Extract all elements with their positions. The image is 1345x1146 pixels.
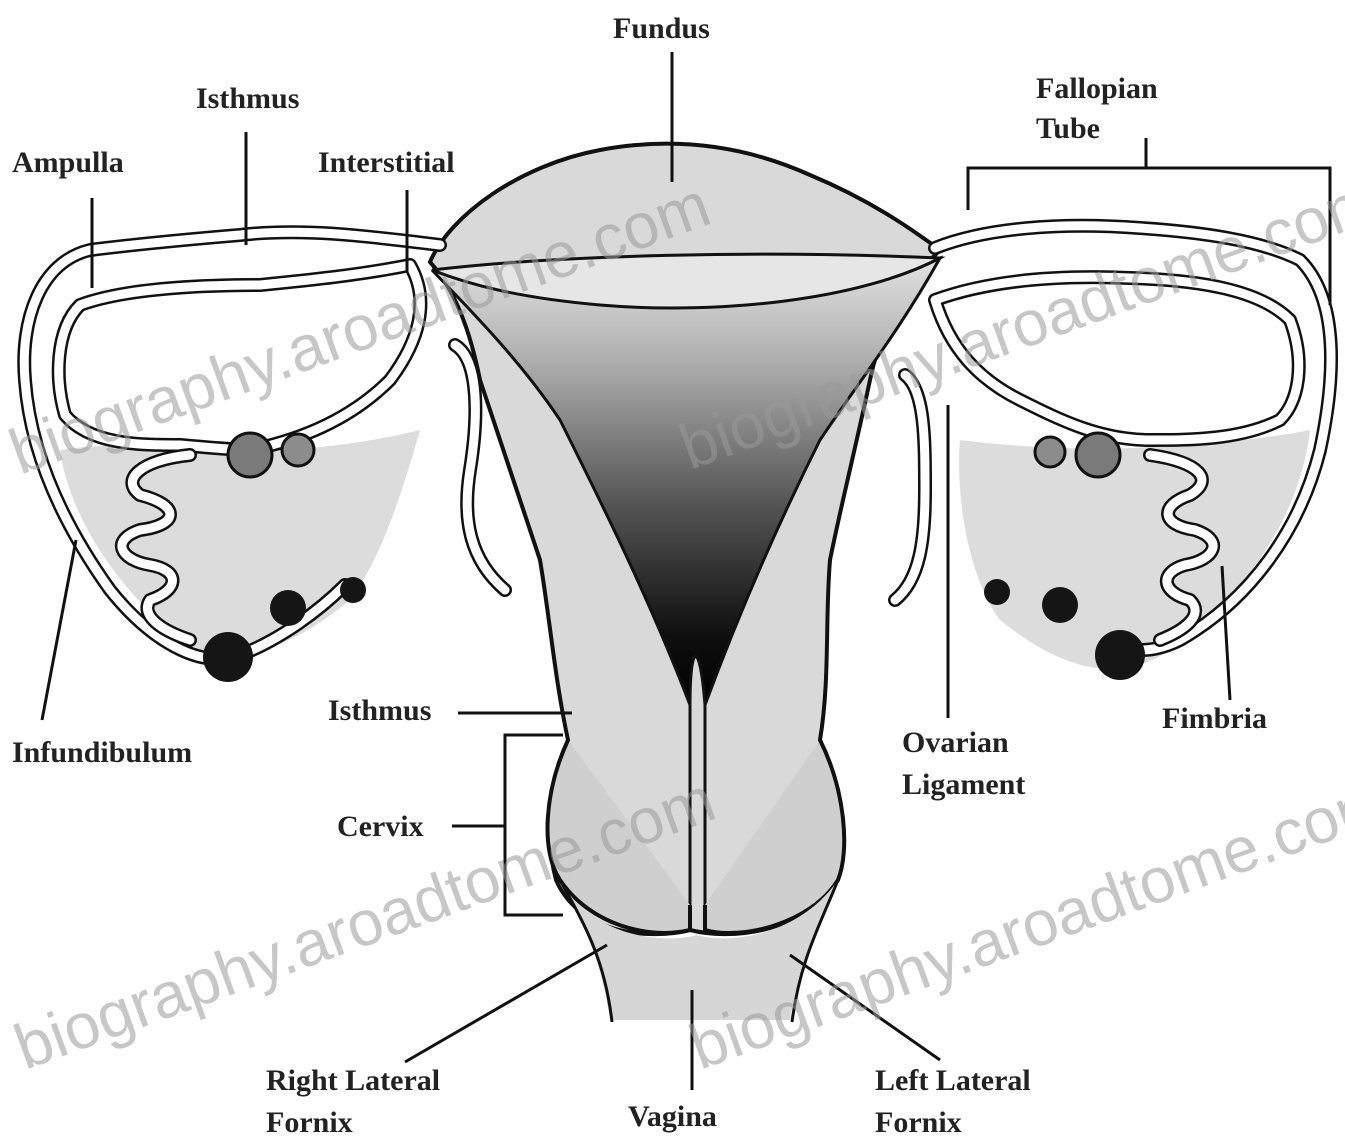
- label-infundibulum: Infundibulum: [12, 736, 192, 769]
- label-left-lateral-fornix-2: Fornix: [875, 1106, 962, 1139]
- label-ovarian-ligament-2: Ligament: [902, 768, 1025, 801]
- leader-infundibulum: [42, 540, 76, 720]
- leader-right-lateral-fornix: [405, 945, 607, 1062]
- left-follicle-dark-1: [270, 590, 306, 626]
- label-fundus: Fundus: [613, 12, 710, 45]
- label-ampulla: Ampulla: [12, 146, 124, 179]
- label-vagina: Vagina: [628, 1100, 717, 1133]
- left-follicle-grey-2: [282, 434, 314, 466]
- label-fallopian-tube-1: Fallopian: [1036, 72, 1158, 105]
- label-isthmus-uterus: Isthmus: [328, 694, 431, 727]
- right-ovary-region: [959, 430, 1310, 669]
- label-interstitial: Interstitial: [318, 146, 455, 179]
- label-right-lateral-fornix-2: Fornix: [266, 1106, 353, 1139]
- label-isthmus-tube: Isthmus: [196, 82, 299, 115]
- label-ovarian-ligament-1: Ovarian: [902, 726, 1009, 759]
- right-follicle-dark-2: [984, 579, 1010, 605]
- left-follicle-dark-3: [203, 632, 253, 682]
- label-fimbria: Fimbria: [1162, 702, 1267, 735]
- right-follicle-grey-1: [1076, 433, 1120, 477]
- label-cervix: Cervix: [337, 810, 424, 843]
- label-right-lateral-fornix-1: Right Lateral: [266, 1064, 440, 1097]
- label-left-lateral-fornix-1: Left Lateral: [875, 1064, 1031, 1097]
- uterine-cavity: [432, 258, 940, 705]
- left-follicle-grey-1: [228, 433, 272, 477]
- right-follicle-dark-1: [1042, 587, 1078, 623]
- right-follicle-dark-3: [1095, 630, 1145, 680]
- left-follicle-dark-2: [340, 577, 366, 603]
- label-fallopian-tube-2: Tube: [1036, 112, 1100, 145]
- right-follicle-grey-2: [1035, 437, 1065, 467]
